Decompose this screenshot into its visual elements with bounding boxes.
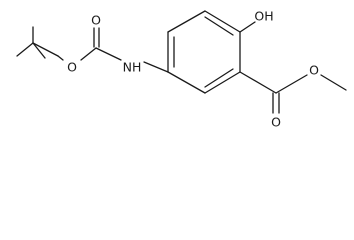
ring-inner-bond-b: [204, 16, 234, 36]
tert-butyl-group: [16, 26, 64, 61]
amine-label: NH: [123, 60, 142, 75]
bond-o-methyl: [320, 74, 347, 91]
ring-bond-3: [204, 10, 241, 33]
bond-n-ring: [143, 61, 169, 73]
ring-bond-5: [204, 71, 241, 94]
carbamate-group: [80, 27, 169, 73]
ester-carbonyl-oxygen-label: O: [271, 115, 281, 130]
ring-inner-bond-c: [204, 68, 234, 88]
carbamate-ester-oxygen-label: O: [67, 60, 77, 75]
carbamate-carbonyl-oxygen-label: O: [91, 13, 101, 28]
hydroxyl-label: OH: [254, 9, 273, 24]
bond-tbu-to-o: [57, 55, 64, 61]
bond-tbu-right: [32, 42, 59, 57]
bond-ring-oh: [239, 21, 256, 33]
bond-tbu-right-down: [32, 42, 46, 59]
benzene-ring: [167, 10, 241, 94]
ring-bond-2: [167, 10, 206, 33]
methyl-ester-group: [239, 71, 347, 114]
bond-tbu-left: [16, 42, 34, 57]
bond-o-carbamate-c: [80, 47, 97, 61]
ring-bond-6: [167, 71, 206, 94]
bond-ester-c-o: [275, 74, 308, 94]
ester-methoxy-oxygen-label: O: [309, 63, 319, 78]
bond-ring-ester-c: [239, 71, 277, 94]
chemical-structure-diagram: OH NH O O O O: [16, 9, 347, 130]
bond-carbamate-c-n: [95, 47, 122, 61]
